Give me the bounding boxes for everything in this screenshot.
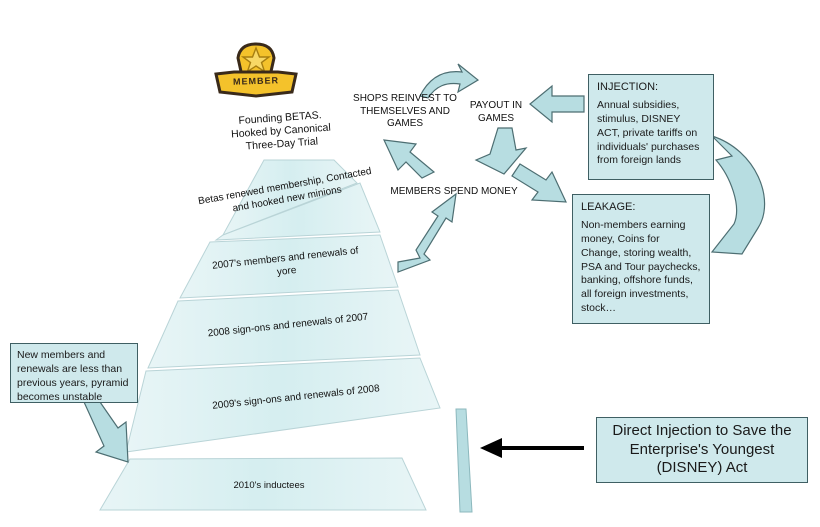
two-way-arrow (397, 192, 457, 273)
injection-return-loop-arrow (710, 135, 766, 255)
pyramid-tier-5 (99, 457, 427, 511)
pyramid-top-label: Founding BETAS. Hooked by Canonical Thre… (230, 109, 332, 153)
injection-title: INJECTION: (597, 81, 659, 93)
pyramid-tier-2 (179, 234, 399, 299)
pyramid-tier-1b (214, 182, 381, 241)
member-badge-icon (214, 42, 298, 98)
unstable-arrow (83, 401, 129, 463)
pyramid-tier-4 (125, 357, 441, 453)
leakage-arrow (511, 163, 567, 203)
tier-5-label: 2010's inductees (233, 480, 305, 491)
reinvest-loop-arrow (419, 63, 480, 99)
cycle-arrows (83, 63, 766, 463)
pyramid-tier-3 (147, 289, 421, 369)
leakage-body: Non-members earning money, Coins for Cha… (581, 219, 701, 315)
pyramid (99, 159, 441, 511)
spend-to-shops-arrow (382, 139, 436, 179)
leakage-box: LEAKAGE: Non-members earning money, Coin… (572, 194, 710, 324)
payout-label: PAYOUT IN GAMES (469, 100, 523, 124)
payout-arrow (529, 84, 585, 124)
unstable-note-text: New members and renewals are less than p… (17, 349, 129, 403)
leakage-title: LEAKAGE: (581, 201, 636, 213)
injection-body: Annual subsidies, stimulus, DISNEY ACT, … (597, 99, 700, 167)
support-pillar (455, 408, 473, 513)
injection-box: INJECTION: Annual subsidies, stimulus, D… (588, 74, 714, 180)
direct-injection-arrow (480, 438, 584, 458)
unstable-note-box: New members and renewals are less than p… (10, 343, 138, 403)
members-spend-label: MEMBERS SPEND MONEY (390, 186, 518, 197)
pyramid-tier-1 (221, 159, 358, 236)
shops-reinvest-label: SHOPS REINVEST TO THEMSELVES AND GAMES (353, 93, 457, 129)
direct-injection-box: Direct Injection to Save the Enterprise'… (596, 417, 808, 483)
direct-injection-text: Direct Injection to Save the Enterprise'… (612, 421, 792, 477)
payout-down-arrow (474, 127, 528, 175)
badge-label: MEMBER (232, 75, 280, 87)
